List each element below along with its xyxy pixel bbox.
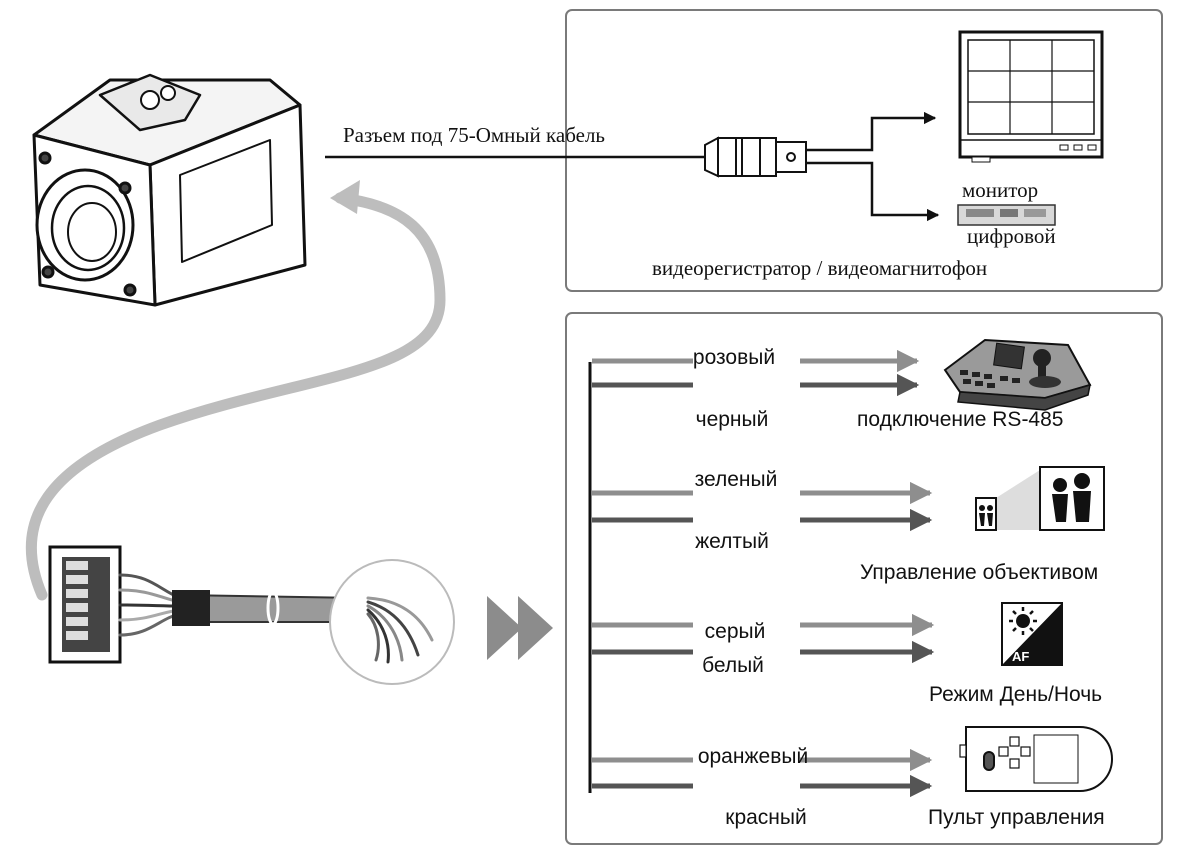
cable-tie [266,590,280,626]
wire-label-red: красный [725,806,806,829]
wire-label-white: белый [702,654,764,677]
cable-label: Разъем под 75-Омный кабель [343,123,605,147]
keyboard-controller-icon [943,338,1092,411]
device-label-daynight: Режим День/Ночь [929,683,1102,706]
device-label-rs485: подключение RS-485 [857,408,1063,431]
monitor-icon [958,30,1104,163]
device-label-remote: Пульт управления [928,806,1105,829]
wire-label-green: зеленый [695,468,778,491]
device-label-lens: Управление объективом [860,561,1098,584]
lens-zoom-icon [975,466,1105,531]
video-output-panel [565,9,1163,292]
wire-label-black: черный [696,408,769,431]
bnc-connector-icon [704,136,807,178]
looped-cable-arrowhead [330,180,360,214]
control-wires-panel [565,312,1163,845]
monitor-label: монитор [962,178,1038,202]
wire-label-yellow: желтый [695,530,769,553]
recorder-label-line2: видеорегистратор / видеомагнитофон [652,256,987,280]
zoom-circle [329,559,455,685]
wire-bundle [118,573,182,637]
day-night-af-icon: AF [1001,602,1063,666]
wire-label-gray: серый [705,620,766,643]
video-split-lines [806,111,940,222]
wire-ends [366,596,434,664]
camera-illustration [32,73,307,307]
double-arrow-icon [487,596,553,660]
recorder-label-line1: цифровой [967,224,1056,248]
wire-label-pink: розовый [693,346,775,369]
wire-lines [592,349,935,798]
svg-text:AF: AF [1012,649,1029,664]
dvr-icon [957,204,1056,226]
wire-label-orange: оранжевый [698,745,808,768]
looped-cable [25,192,446,601]
terminal-block-icon [48,545,122,664]
remote-control-icon [959,726,1113,792]
cable-shrink-left [172,590,210,626]
